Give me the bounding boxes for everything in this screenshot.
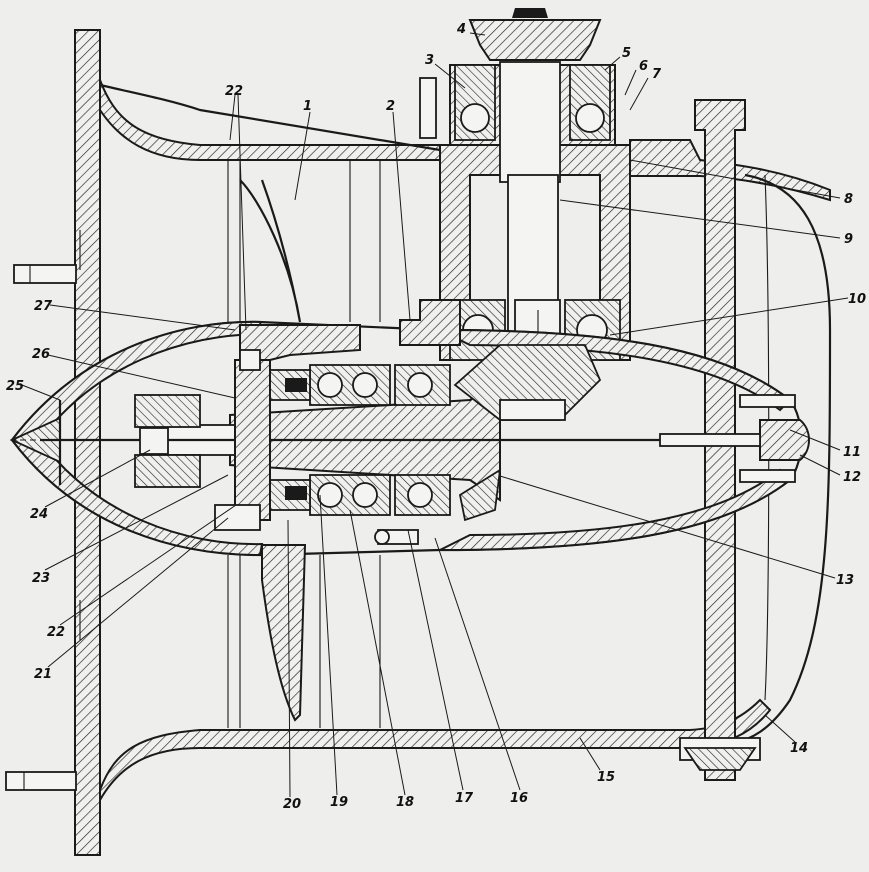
part-labels: 1 2 3 4 5 6 7 8 9 10 11 12 13 14 15 16 1… (6, 22, 866, 812)
label-21: 21 (34, 667, 52, 682)
label-25: 25 (6, 379, 24, 394)
blade-lower (261, 544, 307, 722)
upper-duct-wall (99, 79, 441, 161)
label-1: 1 (303, 99, 312, 114)
label-8: 8 (844, 192, 853, 207)
leader-lines (21, 32, 849, 798)
label-19: 19 (330, 795, 348, 810)
drive-shaft-assembly (10, 299, 761, 531)
nacelle (9, 320, 810, 557)
label-22-upper: 22 (225, 84, 243, 99)
propeller (227, 160, 419, 728)
top-stud (419, 77, 437, 139)
label-12: 12 (843, 470, 861, 485)
label-18: 18 (396, 795, 414, 810)
upper-stud (13, 264, 77, 284)
label-20: 20 (283, 797, 301, 812)
label-5: 5 (622, 46, 631, 61)
label-10: 10 (848, 292, 866, 307)
mounting-bolts (5, 77, 761, 791)
label-2: 2 (386, 99, 395, 114)
label-7: 7 (652, 67, 662, 82)
label-22-lower: 22 (47, 625, 65, 640)
label-15: 15 (597, 770, 615, 785)
label-6: 6 (639, 59, 648, 74)
outlet-cone (734, 173, 832, 744)
label-9: 9 (844, 232, 853, 247)
label-13: 13 (836, 573, 854, 588)
label-24: 24 (30, 507, 48, 522)
label-17: 17 (455, 791, 474, 806)
label-16: 16 (510, 791, 528, 806)
label-14: 14 (790, 741, 808, 756)
left-flange (74, 29, 101, 856)
lower-stud (5, 771, 77, 791)
label-26: 26 (32, 347, 50, 362)
label-11: 11 (843, 445, 861, 460)
blade-upper (239, 179, 302, 323)
lower-duct-wall (99, 698, 772, 804)
label-27: 27 (34, 299, 53, 314)
label-3: 3 (425, 53, 434, 68)
label-23: 23 (32, 571, 50, 586)
label-4: 4 (456, 22, 466, 37)
